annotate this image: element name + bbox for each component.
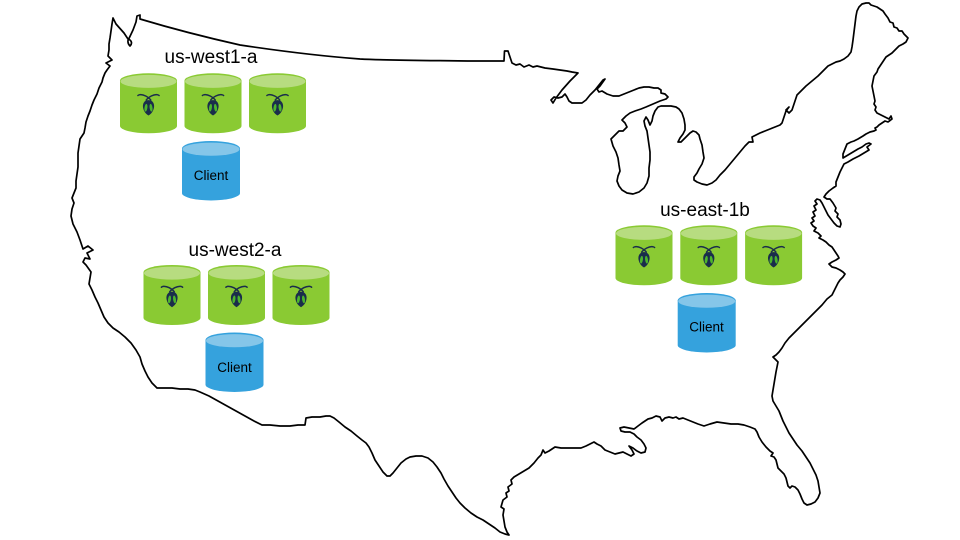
svg-text:Client: Client bbox=[217, 360, 252, 375]
svg-text:Client: Client bbox=[194, 168, 229, 183]
svg-text:us-west2-a: us-west2-a bbox=[189, 240, 282, 261]
svg-text:Client: Client bbox=[689, 320, 724, 335]
svg-text:us-east-1b: us-east-1b bbox=[660, 200, 750, 221]
svg-text:us-west1-a: us-west1-a bbox=[165, 47, 258, 68]
